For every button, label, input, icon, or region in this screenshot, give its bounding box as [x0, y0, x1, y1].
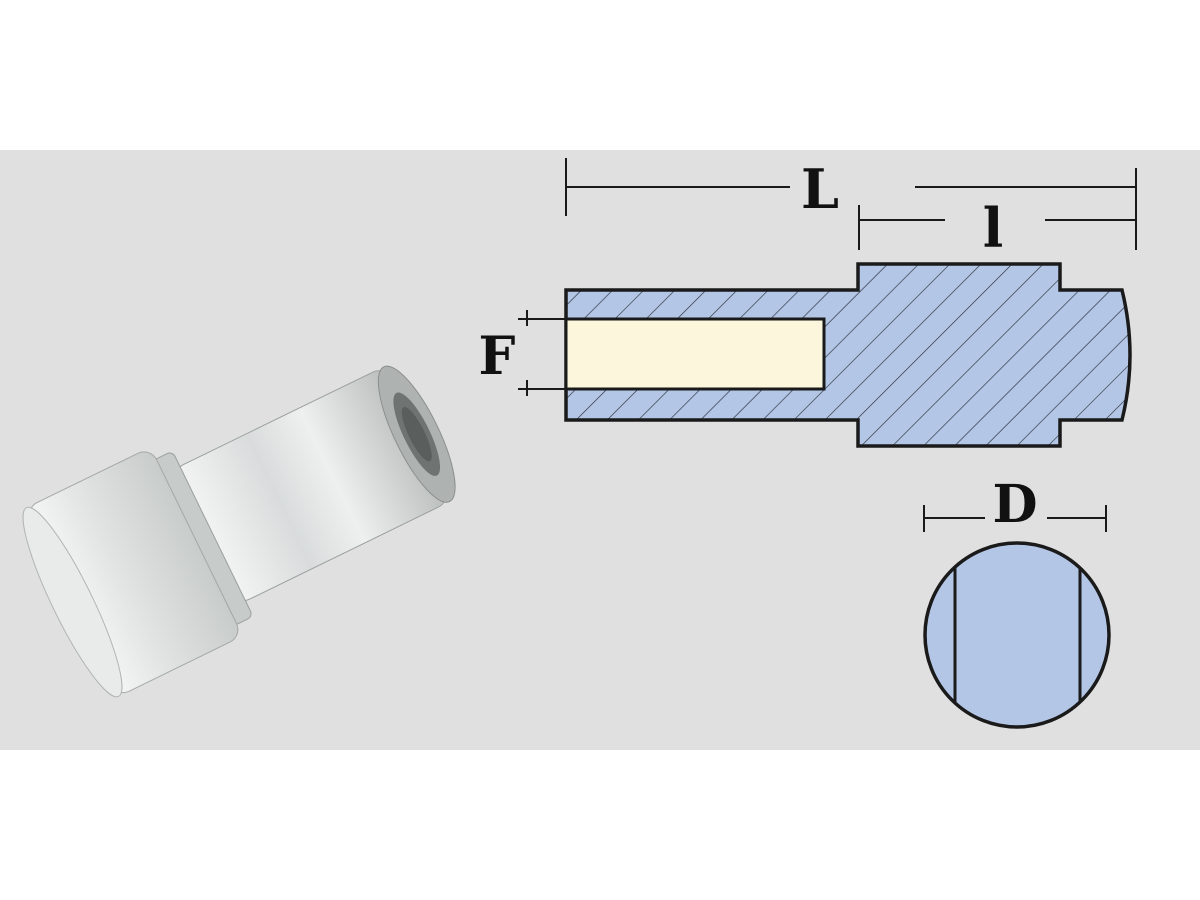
end-view [923, 541, 1111, 729]
section-bore [564, 317, 826, 391]
dimension-L-label: L [801, 157, 839, 221]
dimension-D-label: D [992, 474, 1037, 535]
section-body [564, 262, 1132, 448]
dimension-D [923, 505, 1107, 532]
dimension-l-label: l [983, 196, 1004, 260]
pin-shank [176, 365, 456, 602]
dimension-L [565, 158, 1137, 250]
dimension-F [518, 310, 566, 396]
dimension-F-label: F [479, 326, 516, 387]
product-photo [22, 365, 456, 698]
pin-head [22, 451, 239, 698]
dimension-l [858, 205, 1136, 250]
technical-drawing: L l F D [479, 157, 1137, 729]
